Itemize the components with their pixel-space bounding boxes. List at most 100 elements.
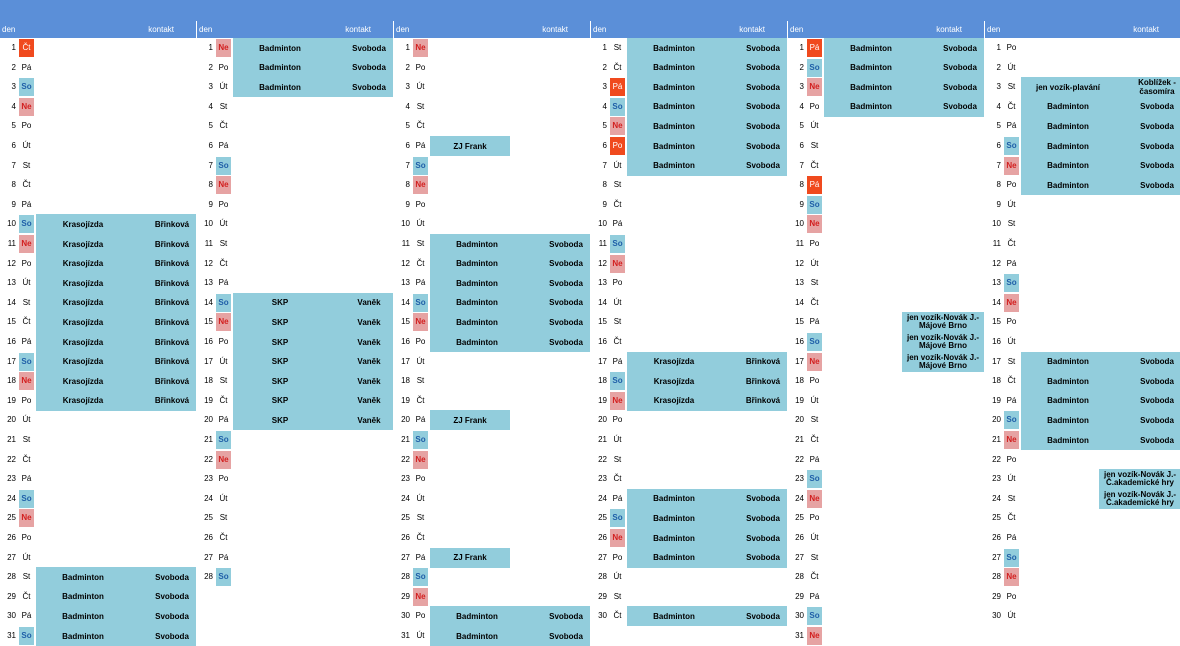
event-cell[interactable]: jen vozík-Novák J.- Májové Brno [902,332,984,352]
event-cell[interactable]: jen vozík-Novák J.- Májové Brno [902,312,984,333]
event-cell[interactable]: ZJ Frank [430,547,510,568]
event-cell[interactable]: ZJ Frank [430,410,510,431]
event-cell[interactable]: ZJ Frank [430,136,510,156]
event-cell[interactable]: jen vozík-Novák J.- Č.akademické hry [1099,469,1180,490]
